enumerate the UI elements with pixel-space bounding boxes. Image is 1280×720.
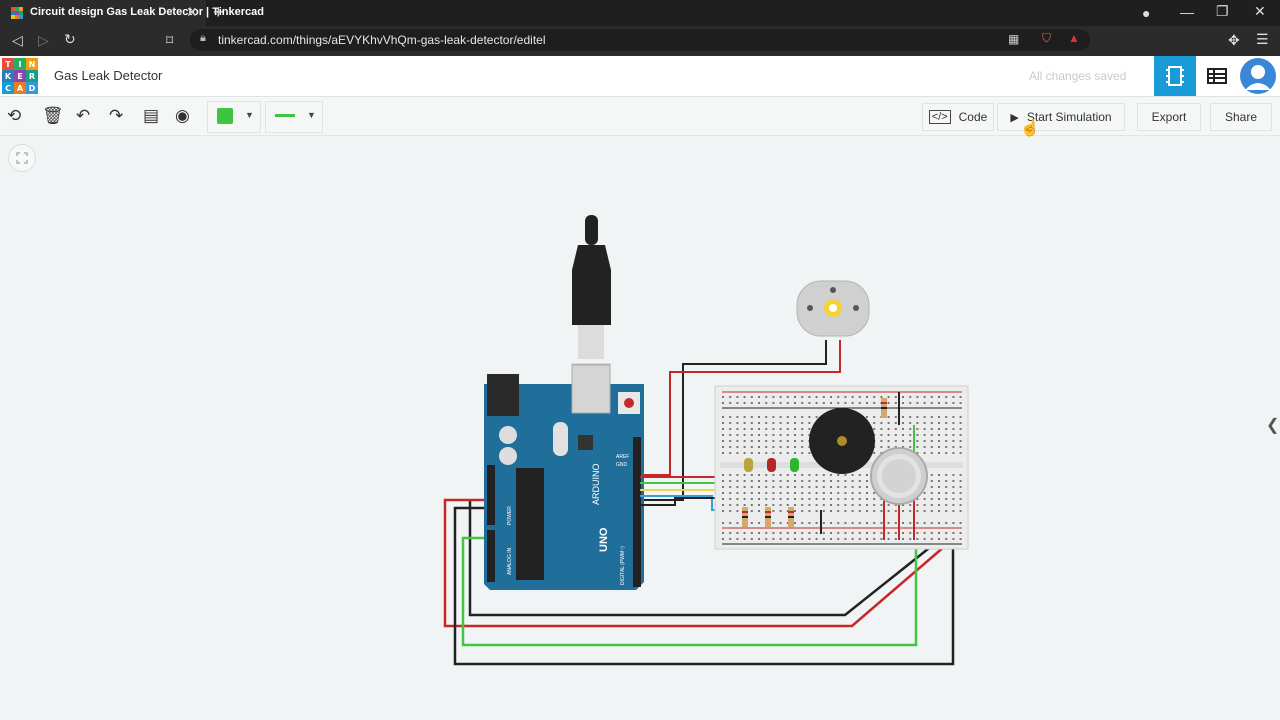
wire-red[interactable]: [443, 498, 953, 628]
browser-menu-icon[interactable]: ☰: [1256, 31, 1269, 47]
start-simulation-label: Start Simulation: [1026, 110, 1112, 124]
wire-color-swatch[interactable]: [217, 108, 233, 124]
wire-style-preview: [275, 114, 295, 117]
wire-motor-red[interactable]: [640, 340, 841, 476]
lock-icon: 🔒︎: [200, 32, 206, 44]
extensions-icon[interactable]: ✥: [1228, 32, 1240, 48]
code-button[interactable]: </> Code: [922, 103, 994, 131]
new-tab-icon[interactable]: +: [213, 2, 224, 22]
browser-tab[interactable]: Circuit design Gas Leak Detector | Tinke…: [0, 0, 264, 26]
resistor[interactable]: [742, 507, 748, 527]
logo-letter: I: [14, 58, 26, 70]
circuit-canvas[interactable]: ARDUINO UNO DIGITAL (PWM~) ANALOG IN POW…: [0, 136, 1280, 720]
logo-letter: C: [2, 82, 14, 94]
led-green[interactable]: [790, 458, 799, 472]
share-label: Share: [1224, 110, 1258, 124]
tinkercad-logo[interactable]: T I N K E R C A D: [2, 58, 38, 94]
analog-label: ANALOG IN: [507, 547, 513, 575]
logo-letter: R: [26, 70, 38, 82]
piezo-buzzer[interactable]: [809, 408, 875, 474]
wire-black[interactable]: [468, 500, 949, 617]
notes-icon[interactable]: ▤: [143, 106, 160, 125]
logo-letter: A: [14, 82, 26, 94]
share-button[interactable]: Share: [1210, 103, 1272, 131]
wire-black-gnd[interactable]: [640, 497, 716, 506]
circuit-view-icon: [1166, 66, 1184, 86]
brave-shield-icon[interactable]: ⛉: [1042, 31, 1052, 45]
export-label: Export: [1151, 110, 1187, 124]
eye-icon[interactable]: ◉: [175, 106, 190, 125]
circuit-view-button[interactable]: [1154, 56, 1196, 96]
color-dropdown-icon[interactable]: ▼: [245, 110, 254, 120]
power-label: POWER: [507, 506, 513, 525]
browser-tab-bar: [0, 0, 1280, 26]
save-status: All changes saved: [1029, 69, 1127, 83]
reload-icon[interactable]: ↻: [64, 31, 76, 47]
side-panel-toggle-icon[interactable]: ❮: [1266, 417, 1280, 434]
wire-black-2[interactable]: [453, 390, 955, 666]
play-icon: ▶: [1010, 111, 1019, 124]
gnd-label: GND: [616, 462, 628, 468]
close-tab-icon[interactable]: ✕: [186, 4, 198, 20]
color-picker[interactable]: [207, 101, 261, 133]
mouse-cursor-icon: ☝: [1020, 120, 1040, 137]
resistor[interactable]: [881, 398, 887, 418]
rotate-icon[interactable]: ⟲: [7, 106, 22, 125]
url-text: tinkercad.com/things/aEVYKhvVhQm-gas-lea…: [218, 33, 546, 47]
export-button[interactable]: Export: [1137, 103, 1201, 131]
logo-letter: D: [26, 82, 38, 94]
logo-letter: N: [26, 58, 38, 70]
code-icon: </>: [928, 110, 951, 124]
gas-sensor[interactable]: [870, 447, 928, 505]
qr-icon[interactable]: ▦: [1008, 32, 1020, 46]
resistor[interactable]: [788, 507, 794, 527]
restore-icon[interactable]: ❐: [1216, 3, 1229, 19]
redo-icon[interactable]: ↷: [109, 106, 124, 125]
led-red[interactable]: [767, 458, 776, 472]
logo-letter: K: [2, 70, 14, 82]
start-simulation-button[interactable]: ▶ Start Simulation: [997, 103, 1125, 131]
dc-motor[interactable]: [796, 280, 870, 337]
user-avatar[interactable]: [1240, 58, 1276, 94]
wire-motor-black[interactable]: [640, 340, 827, 501]
wire-green[interactable]: [461, 520, 918, 647]
digital-label: DIGITAL (PWM~): [620, 546, 626, 585]
code-label: Code: [958, 110, 988, 124]
trash-icon[interactable]: 🗑︎: [42, 106, 64, 125]
logo-letter: T: [2, 58, 14, 70]
aref-label: AREF: [616, 454, 629, 460]
fit-view-button[interactable]: [8, 144, 36, 172]
app-header: [0, 56, 1280, 97]
uno-label: UNO: [598, 527, 610, 552]
back-icon[interactable]: ◁: [12, 32, 23, 48]
logo-letter: E: [14, 70, 26, 82]
tinkercad-favicon-icon: [11, 7, 23, 19]
bookmark-icon[interactable]: ⌑: [166, 32, 174, 48]
forward-icon[interactable]: ▷: [38, 32, 49, 48]
fit-view-icon: [16, 152, 28, 164]
user-icon: [1245, 65, 1271, 90]
url-field[interactable]: 🔒︎ tinkercad.com/things/aEVYKhvVhQm-gas-…: [190, 29, 1090, 51]
component-list-button[interactable]: [1196, 56, 1238, 96]
minimize-icon[interactable]: —: [1180, 4, 1194, 20]
profile-menu-icon[interactable]: ●: [1142, 5, 1151, 21]
rewards-icon[interactable]: ▲: [1068, 31, 1080, 45]
tab-title: Circuit design Gas Leak Detector | Tinke…: [30, 6, 264, 18]
design-title[interactable]: Gas Leak Detector: [54, 68, 163, 83]
arduino-label: ARDUINO: [591, 463, 601, 505]
arduino-uno-board[interactable]: ARDUINO UNO DIGITAL (PWM~) ANALOG IN POW…: [484, 364, 644, 590]
window-close-icon[interactable]: ✕: [1254, 3, 1266, 19]
wire-style-picker[interactable]: [265, 101, 323, 133]
led-yellow[interactable]: [744, 458, 753, 472]
wire-style-dropdown-icon[interactable]: ▼: [307, 110, 316, 120]
resistor[interactable]: [765, 507, 771, 527]
table-list-icon: [1207, 68, 1227, 84]
undo-icon[interactable]: ↶: [76, 106, 91, 125]
